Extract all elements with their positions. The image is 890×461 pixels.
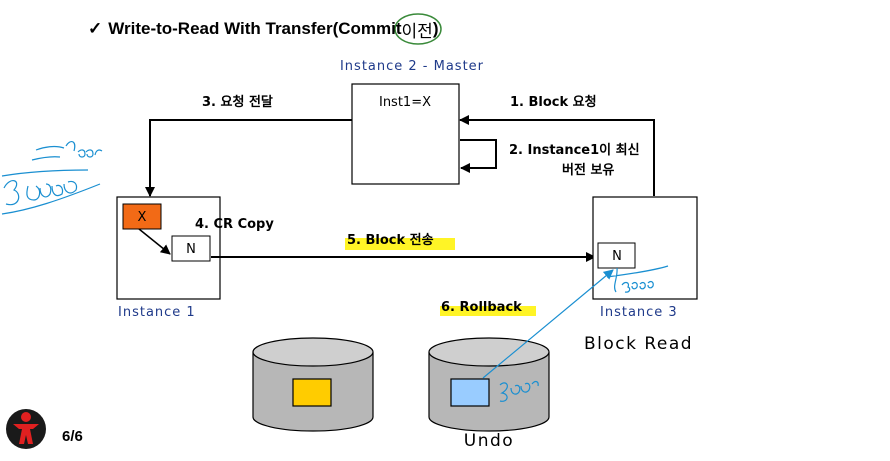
title-main: Write-to-Read With Transfer (108, 19, 333, 38)
step2-label-line1: 2. Instance1이 최신 (509, 142, 640, 158)
annotation-undo (499, 380, 539, 402)
annotation-instance3-n (606, 265, 669, 293)
handwritten-annotations (1, 141, 669, 402)
instance3-n-block (597, 242, 636, 269)
disk-undo (428, 337, 550, 432)
step1-label: 1. Block 요청 (510, 94, 597, 110)
instance3-n-label: N (612, 249, 622, 264)
undo-blue-block (450, 378, 490, 407)
step5-highlight (345, 238, 455, 250)
slide-title: ✓ Write-to-Read With Transfer ( Commit 이… (88, 12, 439, 46)
instance1-x-label: X (138, 210, 147, 225)
annotation-left-top (31, 141, 103, 161)
forward-arrow (145, 119, 352, 197)
instance1-x-block (122, 203, 162, 230)
rollback-arrow (482, 269, 614, 379)
title-check-icon: ✓ (88, 19, 103, 38)
title-paren-open: ( (332, 19, 339, 38)
instance1-n-block (171, 235, 211, 262)
step6-label: 6. Rollback (441, 300, 522, 315)
self-loop-arrow (460, 139, 497, 173)
undo-label: Undo (464, 431, 514, 451)
disk-left-yellow-block (292, 378, 332, 407)
instance1-label: Instance 1 (118, 305, 196, 320)
request-arrow (459, 115, 655, 196)
master-box (351, 83, 460, 185)
step5-label: 5. Block 전송 (347, 232, 434, 248)
step4-label: 4. CR Copy (195, 217, 274, 232)
page-number: 6/6 (62, 428, 83, 445)
block-read-label: Block Read (584, 334, 693, 354)
step6-highlight (440, 306, 536, 316)
disk-left (252, 337, 374, 432)
title-highlight-circle (394, 13, 442, 45)
title-korean: 이전 (401, 21, 433, 42)
instance1-n-label: N (186, 242, 196, 257)
annotation-left-bottom (1, 169, 101, 215)
title-commit: Commit (338, 19, 402, 38)
step2-label-line2: 버전 보유 (562, 162, 614, 178)
instance3-label: Instance 3 (600, 305, 678, 320)
master-box-text: Inst1=X (379, 95, 431, 110)
cr-copy-arrow (138, 228, 171, 255)
logo-icon (6, 409, 46, 449)
title-paren-close: ) (432, 19, 439, 38)
step3-label: 3. 요청 전달 (202, 94, 273, 110)
instance2-title: Instance 2 - Master (340, 59, 484, 74)
